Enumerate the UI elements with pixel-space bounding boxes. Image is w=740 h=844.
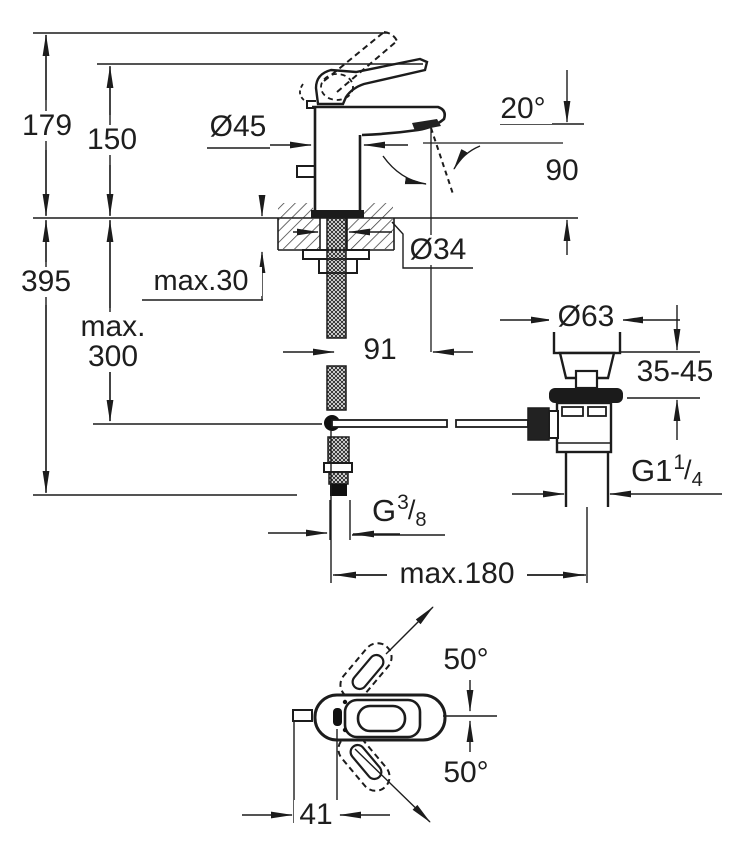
deck-section xyxy=(278,203,394,249)
dim-dia-45: Ø45 xyxy=(204,112,272,142)
dim-range-35-45: 35-45 xyxy=(623,357,727,387)
base-seal xyxy=(311,210,364,218)
waste-flange xyxy=(549,388,623,403)
dim-angle-50-bottom: 50° xyxy=(438,758,494,788)
dim-reach-91: 91 xyxy=(356,335,404,365)
supply-shank xyxy=(323,217,353,496)
handle xyxy=(299,31,429,106)
dim-angle-50-top: 50° xyxy=(438,645,494,675)
drain-assembly xyxy=(527,327,623,507)
hose-end xyxy=(330,484,347,496)
stream-dashed-line xyxy=(430,127,454,195)
dim-thread-g1-1-4: G11/4 xyxy=(631,451,703,491)
dim-height-179: 179 xyxy=(16,111,78,141)
plug-stem xyxy=(574,369,599,390)
dim-height-150: 150 xyxy=(81,125,143,155)
rod-hole xyxy=(333,708,342,726)
dim-max-30: max.30 xyxy=(140,267,262,296)
dim-dia-34: Ø34 xyxy=(406,235,470,265)
dim-max-180: max.180 xyxy=(387,559,527,589)
handle-raised-dashed xyxy=(323,31,398,93)
pop-up-rod xyxy=(324,415,529,431)
handle-left-dashed xyxy=(299,83,306,102)
dim-height-90: 90 xyxy=(538,156,586,186)
dim-height-395: 395 xyxy=(15,267,77,297)
body-side-tab xyxy=(296,165,316,178)
dim-angle-20: 20° xyxy=(494,94,552,124)
dim-max-300: max. 300 xyxy=(73,312,153,372)
plug-neck xyxy=(558,351,616,380)
dim-thread-g3-8: G3/8 xyxy=(372,491,427,531)
aerator xyxy=(412,119,441,131)
plan-view xyxy=(242,606,497,823)
dim-dia-63: Ø63 xyxy=(549,302,623,332)
rod-connector xyxy=(548,410,559,439)
faucet-body xyxy=(296,100,447,218)
rod-tab-top-view xyxy=(292,709,313,722)
handle-cap-dashed xyxy=(320,73,354,101)
handle-lever xyxy=(314,57,429,106)
handle-swing-inner xyxy=(349,653,385,781)
front-view xyxy=(33,31,722,583)
rod-knob xyxy=(527,407,550,441)
dim-offset-41: 41 xyxy=(294,800,338,830)
aerator-slot xyxy=(356,704,407,733)
